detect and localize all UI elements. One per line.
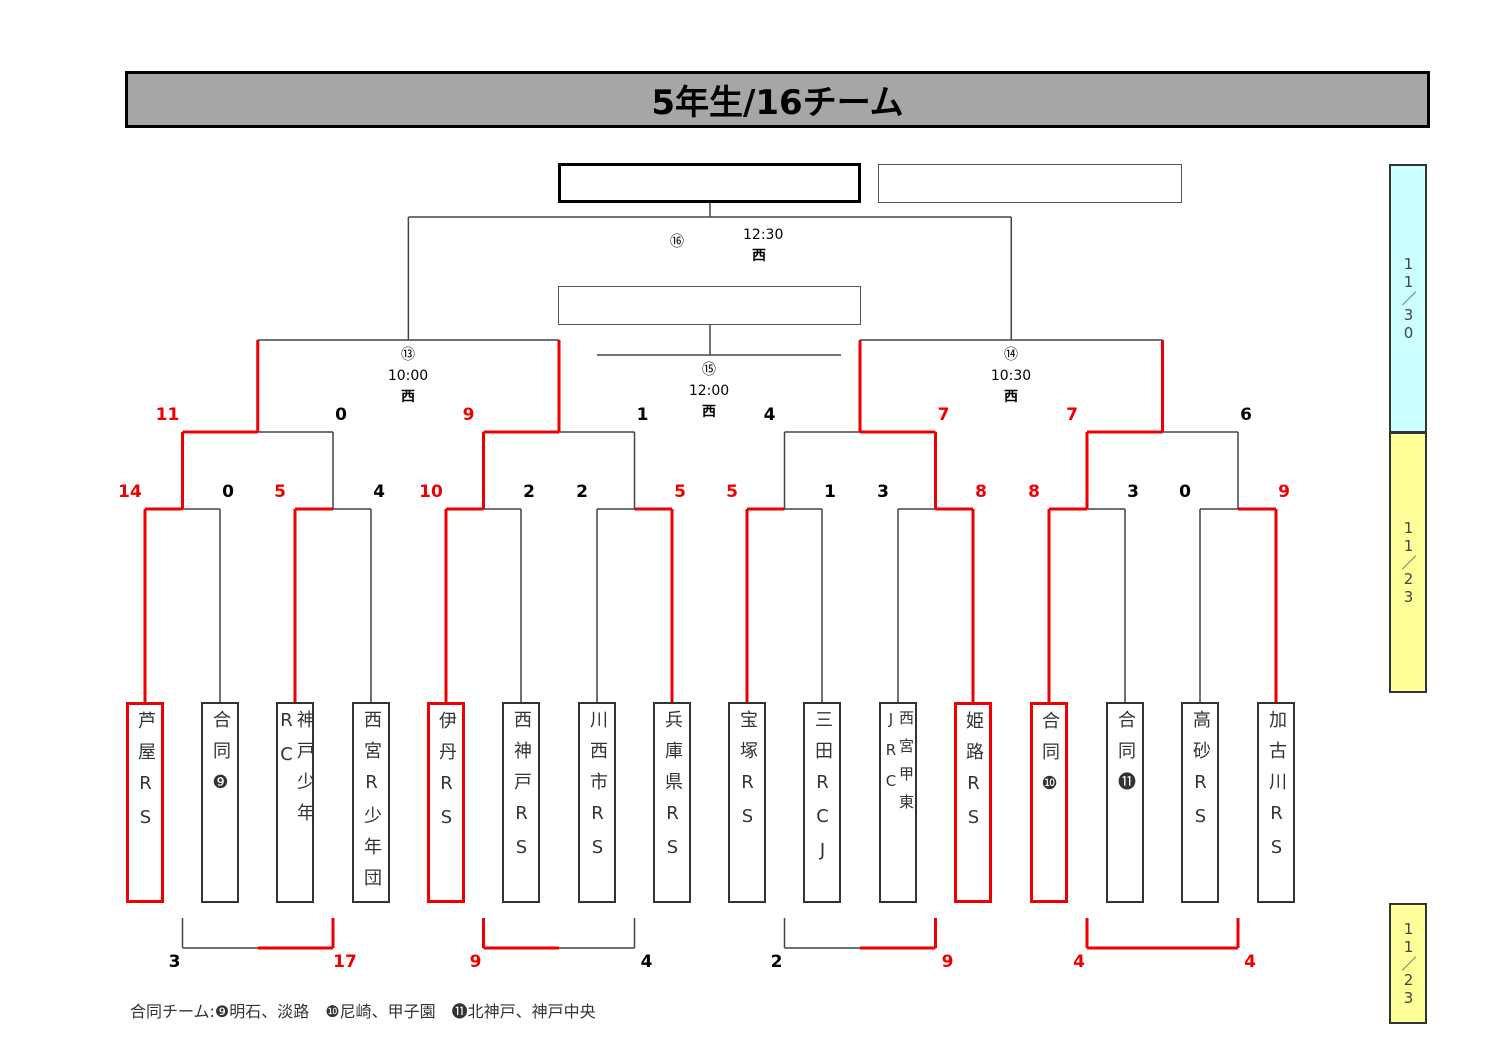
runner-up-box (878, 164, 1182, 203)
score: 5 (726, 482, 738, 502)
score: 4 (1244, 952, 1256, 972)
score: 11 (155, 405, 180, 425)
match-15-info: ⑮ 12:00 西 (689, 360, 729, 423)
team-box: 芦屋RS (126, 702, 164, 903)
team-box: 合同❾ (201, 702, 239, 903)
score: 0 (222, 482, 234, 502)
third-place-box (558, 286, 861, 325)
score: 2 (576, 482, 588, 502)
score: 9 (462, 405, 475, 425)
match-15-venue: 西 (701, 404, 716, 420)
date-label: 11／23 (1399, 920, 1418, 1007)
score: 9 (941, 952, 954, 972)
team-name: 川西市RS (587, 710, 608, 871)
match-14-number: ⑭ (1003, 347, 1018, 363)
match-14-venue: 西 (1003, 389, 1018, 405)
score: 14 (118, 482, 142, 502)
score: 4 (763, 405, 776, 425)
team-name: 合同❾ (210, 710, 231, 806)
match-13-info: ⑬ 10:00 西 (388, 345, 428, 408)
score: 8 (1028, 482, 1040, 502)
score: 1 (636, 405, 649, 425)
team-box: 宝塚RS (728, 702, 766, 903)
score: 8 (975, 482, 987, 502)
date-bar-consolation: 11／23 (1389, 903, 1427, 1024)
team-box: 西宮甲東JRC (879, 702, 917, 903)
score: 2 (523, 482, 535, 502)
team-name: 宝塚RS (737, 710, 758, 840)
match-16-time: 12:30 (743, 227, 784, 243)
match-15-number: ⑮ (701, 362, 716, 378)
team-name: 姫路RS (963, 711, 984, 841)
date-label: 11／23 (1399, 519, 1418, 606)
team-box: 合同❿ (1030, 702, 1068, 903)
match-16-info: ⑯ 12:30 西 (670, 225, 784, 267)
joint-team-legend: 合同チーム:❾明石、淡路 ❿尼崎、甲子園 ⓫北神戸、神戸中央 (130, 1002, 596, 1021)
team-box: 西宮R少年団 (352, 702, 390, 903)
team-name: 西宮R少年団 (361, 710, 382, 899)
team-box: 西神戸RS (502, 702, 540, 903)
team-box: 合同⓫ (1106, 702, 1144, 903)
team-box: 川西市RS (578, 702, 616, 903)
score: 4 (373, 482, 385, 502)
score: 5 (274, 482, 286, 502)
team-box: 兵庫県RS (653, 702, 691, 903)
match-16-venue: 西 (752, 248, 766, 264)
match-13-venue: 西 (400, 389, 415, 405)
score: 4 (640, 952, 653, 972)
date-bar-semis: 11／30 (1389, 164, 1427, 433)
team-name: 合同⓫ (1115, 710, 1136, 803)
score: 2 (770, 952, 783, 972)
score: 9 (469, 952, 482, 972)
team-box: 三田RCJ (803, 702, 841, 903)
team-box: 姫路RS (954, 702, 992, 903)
score: 17 (333, 952, 357, 972)
team-name: 加古川RS (1266, 710, 1287, 871)
score: 10 (419, 482, 443, 502)
score: 9 (1278, 482, 1290, 502)
team-name: 神戸少年RC (276, 710, 315, 834)
score: 3 (1127, 482, 1139, 502)
team-box: 高砂RS (1181, 702, 1219, 903)
team-name: 三田RCJ (812, 710, 833, 874)
score: 0 (335, 405, 347, 425)
team-name: 伊丹RS (436, 711, 457, 841)
team-box: 伊丹RS (427, 702, 465, 903)
match-13-number: ⑬ (400, 347, 415, 363)
team-name: 西宮甲東JRC (882, 710, 915, 822)
team-name: 兵庫県RS (662, 710, 683, 871)
team-name: 芦屋RS (135, 711, 156, 841)
page-title: 5年生/16チーム (125, 71, 1430, 128)
score: 5 (674, 482, 686, 502)
team-name: 合同❿ (1039, 711, 1060, 807)
match-13-time: 10:00 (387, 368, 429, 384)
date-bar-early-rounds: 11／23 (1389, 432, 1427, 693)
team-name: 高砂RS (1190, 710, 1211, 840)
match-16-number: ⑯ (670, 234, 684, 250)
score: 3 (168, 952, 181, 972)
score: 4 (1073, 952, 1085, 972)
score: 1 (824, 482, 836, 502)
score: 3 (877, 482, 889, 502)
champion-box (558, 163, 861, 203)
match-14-time: 10:30 (990, 368, 1032, 384)
score: 7 (1066, 405, 1078, 425)
score: 0 (1179, 482, 1191, 502)
score: 6 (1240, 405, 1252, 425)
date-label: 11／30 (1399, 255, 1418, 342)
match-15-time: 12:00 (688, 383, 730, 399)
team-box: 神戸少年RC (276, 702, 315, 903)
team-box: 加古川RS (1257, 702, 1295, 903)
team-name: 西神戸RS (511, 710, 532, 871)
score: 7 (937, 405, 950, 425)
match-14-info: ⑭ 10:30 西 (991, 345, 1031, 408)
